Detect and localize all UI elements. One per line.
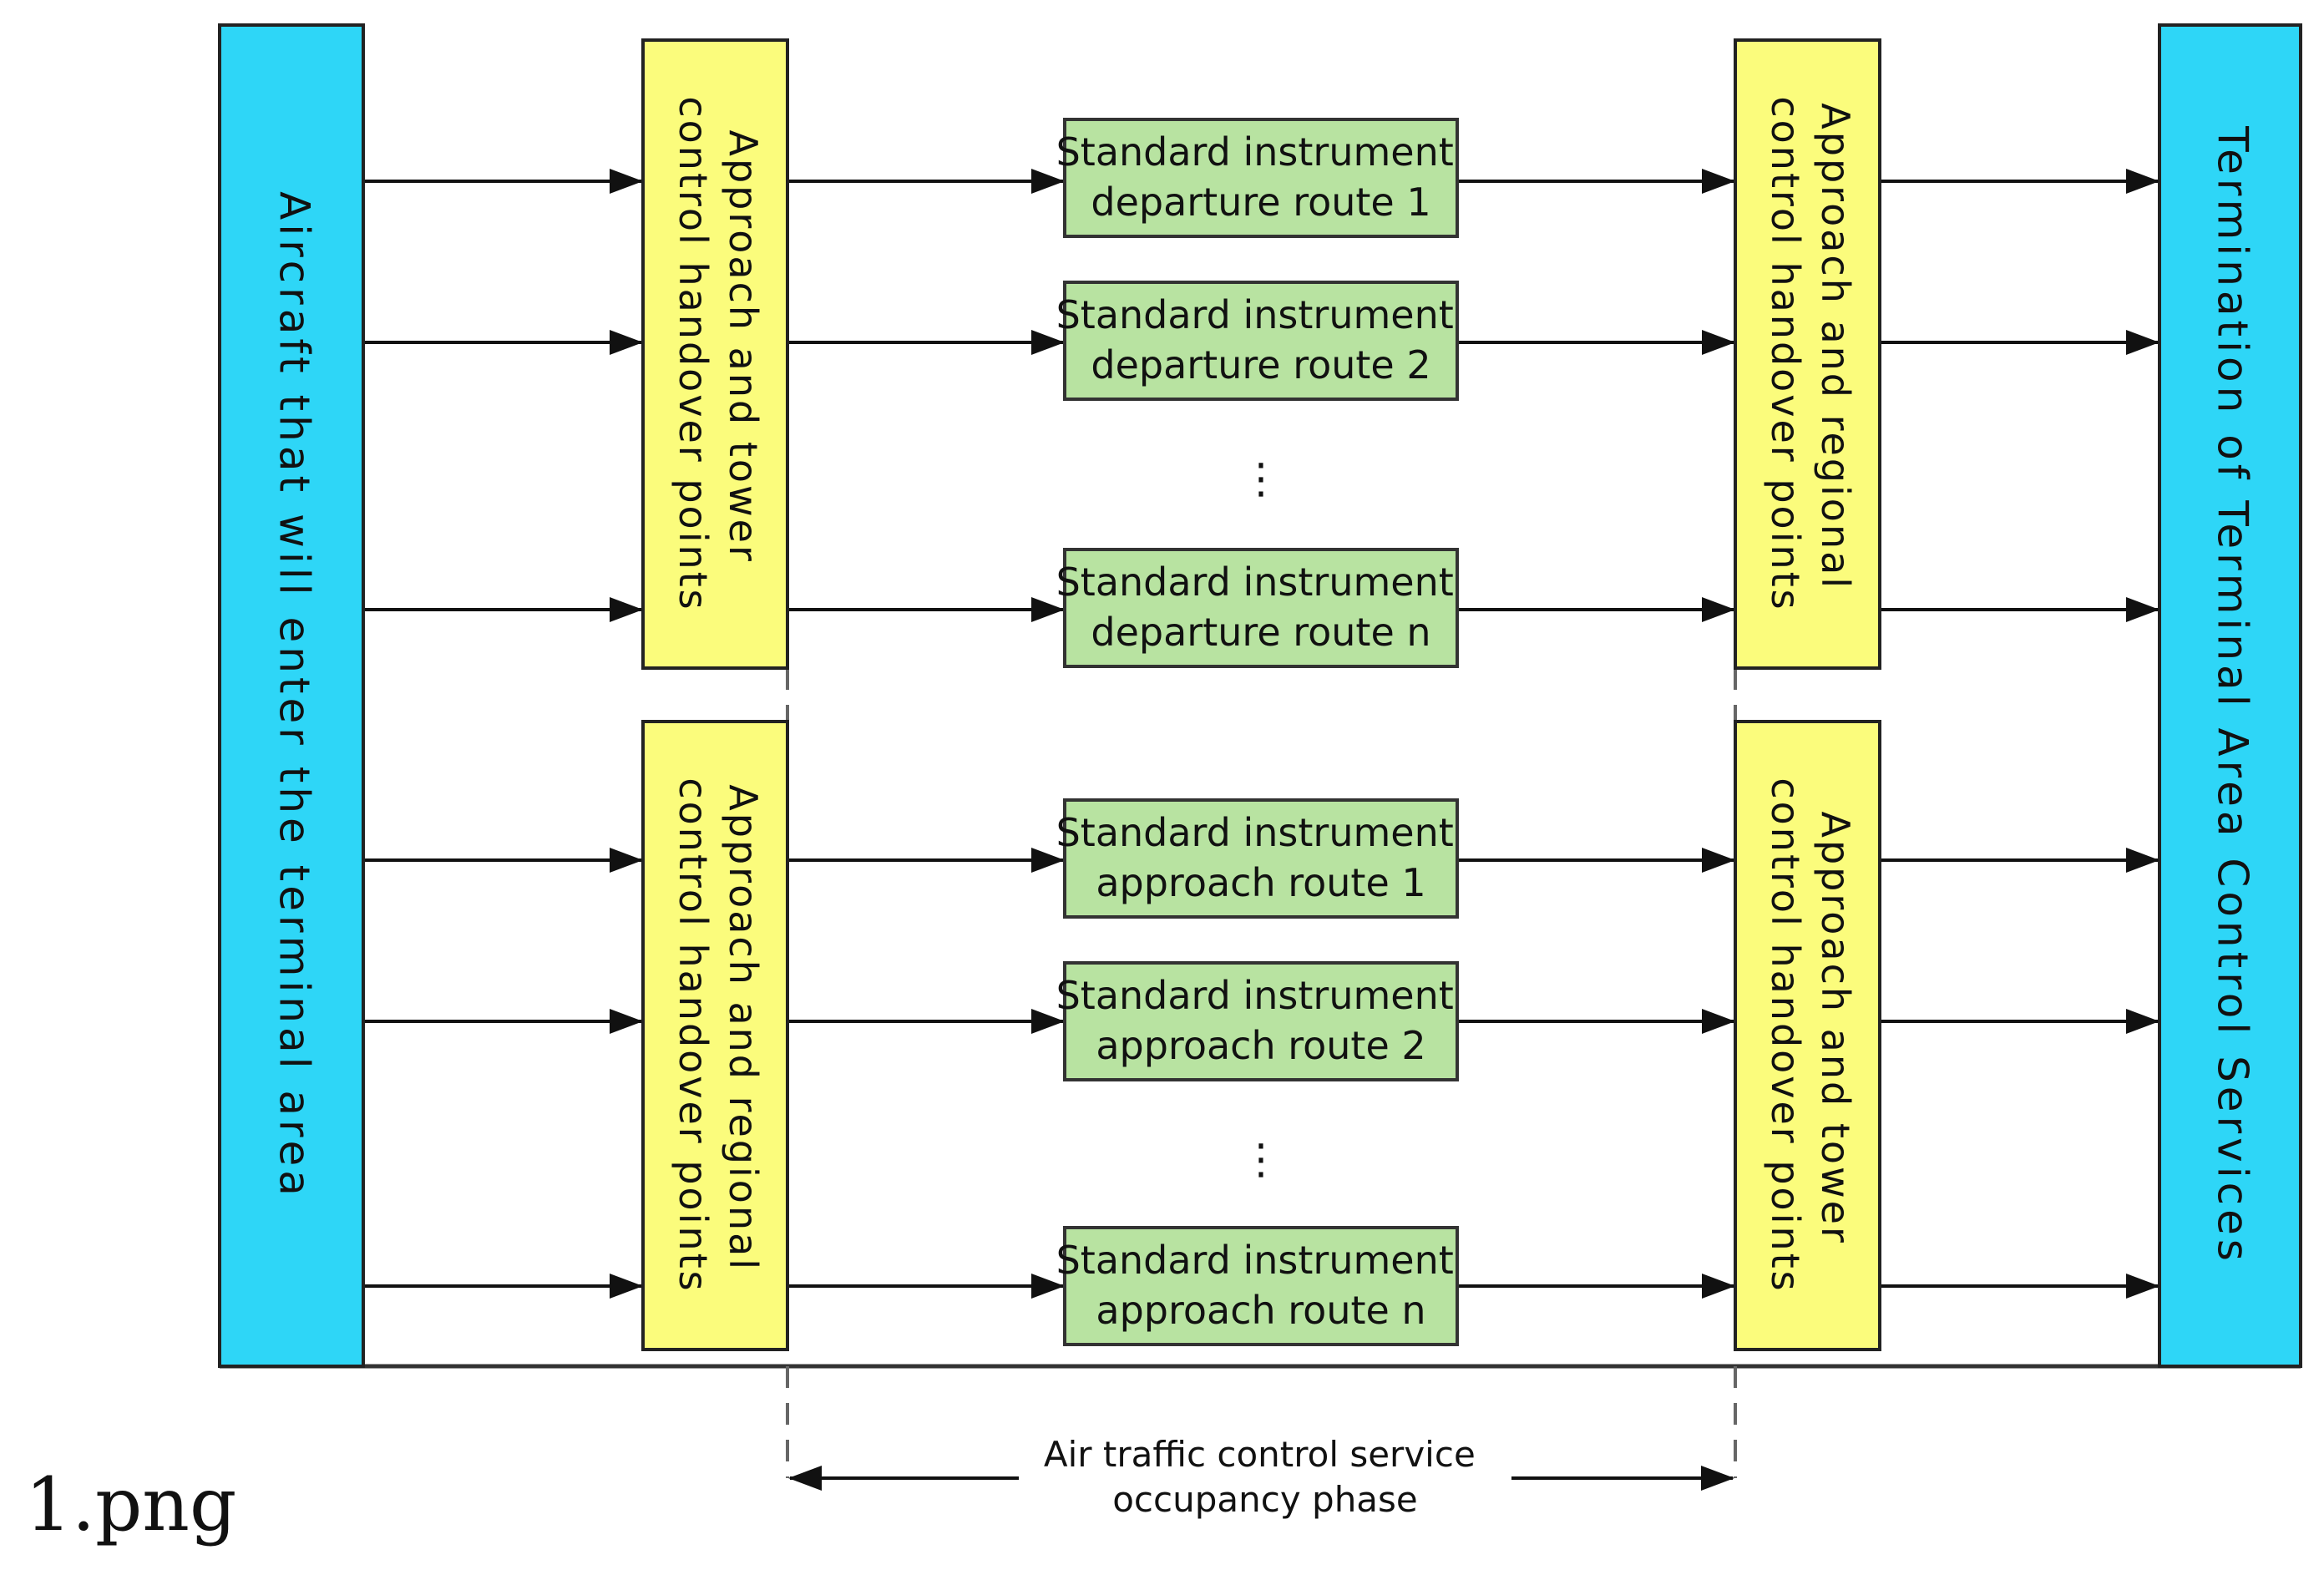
handover-box-departure-exit: [1734, 38, 1881, 670]
right-bar: [2158, 23, 2302, 1368]
handover-box-departure-exit-label: Approach and regional control handover p…: [1763, 96, 1858, 611]
handover-box-departure-entry-label: Approach and tower control handover poin…: [671, 96, 766, 611]
flow-arrows: [365, 169, 2159, 1491]
approach-routes: Standard instrument approach route 1 Sta…: [1056, 798, 1466, 1346]
left-bar: [218, 23, 365, 1368]
left-bar-label: Aircraft that will enter the terminal ar…: [271, 191, 319, 1200]
route-box-departure-2-label: Standard instrument departure route 2: [1056, 292, 1466, 387]
route-box-approach-n: [1063, 1226, 1459, 1346]
handover-box-departure-entry: [641, 38, 789, 670]
departure-routes: Standard instrument departure route 1 St…: [1056, 118, 1466, 668]
route-box-approach-1-label: Standard instrument approach route 1: [1056, 810, 1466, 905]
route-box-departure-n-label: Standard instrument departure route n: [1056, 560, 1466, 655]
route-box-departure-1: [1063, 118, 1459, 238]
handover-box-approach-entry-label: Approach and regional control handover p…: [671, 777, 766, 1293]
route-box-approach-n-label: Standard instrument approach route n: [1056, 1238, 1466, 1333]
phase-label: Air traffic control service occupancy ph…: [1044, 1434, 1486, 1520]
handover-box-approach-exit-label: Approach and tower control handover poin…: [1763, 777, 1858, 1293]
handover-box-approach-entry: [641, 720, 789, 1351]
route-box-approach-2-label: Standard instrument approach route 2: [1056, 973, 1466, 1068]
departure-ellipsis: ⋮: [1240, 454, 1282, 503]
approach-ellipsis: ⋮: [1240, 1135, 1282, 1183]
route-box-departure-1-label: Standard instrument departure route 1: [1056, 129, 1466, 225]
image-caption: 1.png: [25, 1461, 237, 1547]
route-box-approach-2: [1063, 961, 1459, 1081]
handover-box-approach-exit: [1734, 720, 1881, 1351]
right-bar-label: Termination of Terminal Area Control Ser…: [2209, 125, 2257, 1265]
phase-label-background: [1019, 1435, 1511, 1527]
route-box-approach-1: [1063, 798, 1459, 919]
route-box-departure-n: [1063, 548, 1459, 668]
route-box-departure-2: [1063, 281, 1459, 401]
